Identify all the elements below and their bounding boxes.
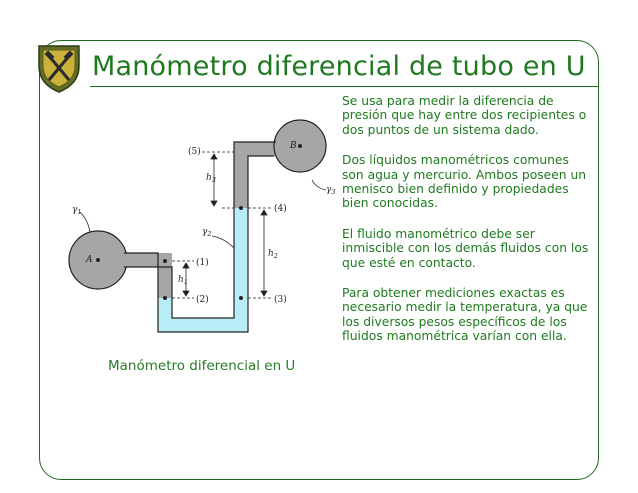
label-h1: h1 <box>178 275 188 286</box>
u-tube-manometer-diagram: (5) (4) (1) (2) (3) h3 h2 h1 γ1 γ2 γ3 A … <box>68 119 336 333</box>
diagram-caption: Manómetro diferencial en U <box>108 358 296 374</box>
label-gamma3: γ3 <box>326 185 336 196</box>
paragraph-common-liquids: Dos líquidos manométricos comunes son ag… <box>342 153 587 211</box>
paragraph-temperature: Para obtener mediciones exactas es neces… <box>342 286 588 344</box>
label-5: (5) <box>188 146 201 157</box>
label-h3: h3 <box>206 173 216 184</box>
point-2-dot <box>163 296 167 300</box>
label-gamma2: γ2 <box>202 227 212 238</box>
pipe-a-horizontal <box>124 253 164 267</box>
pipe-b-horizontal <box>234 142 284 156</box>
tube-outline-inner <box>124 141 276 319</box>
label-point-b: B <box>289 141 297 151</box>
left-leg-upper <box>158 253 172 298</box>
point-1-dot <box>163 259 167 263</box>
point-a-dot <box>96 258 100 262</box>
point-4-dot <box>239 206 243 210</box>
label-point-a: A <box>85 255 93 265</box>
crossed-hammers-shield-icon <box>38 45 80 93</box>
manometer-fluid-right <box>234 208 248 332</box>
label-4: (4) <box>274 203 287 214</box>
label-1: (1) <box>196 257 209 268</box>
paragraph-purpose: Se usa para medir la diferencia de presi… <box>342 94 587 137</box>
label-gamma1: γ1 <box>72 205 82 216</box>
tube-outline-outer <box>124 155 274 333</box>
manometer-fluid-bottom <box>158 318 248 332</box>
description-column: Se usa para medir la diferencia de presi… <box>342 94 592 360</box>
title-underline <box>90 86 599 87</box>
slide-frame <box>39 40 599 480</box>
point-3-dot <box>239 296 243 300</box>
right-leg-upper <box>234 148 248 208</box>
label-2: (2) <box>196 294 209 305</box>
label-3: (3) <box>274 294 287 305</box>
paragraph-immiscible: El fluido manométrico debe ser inmiscibl… <box>342 226 589 270</box>
point-b-dot <box>298 144 302 148</box>
label-h2: h2 <box>268 249 278 260</box>
slide-title: Manómetro diferencial de tubo en U <box>92 51 586 82</box>
